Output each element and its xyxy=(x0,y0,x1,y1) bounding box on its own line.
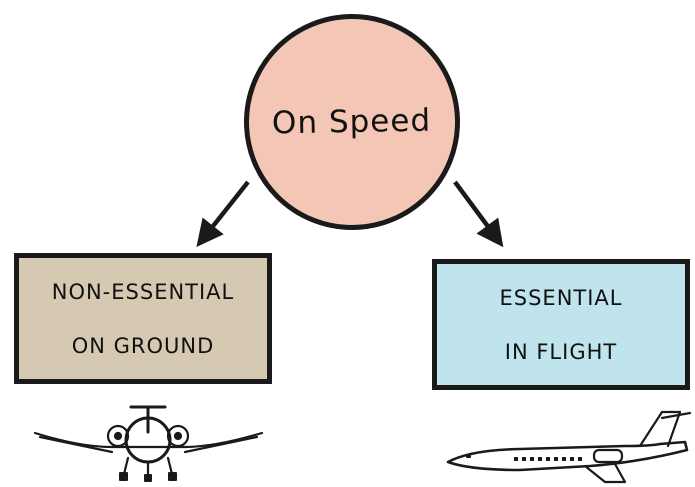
non-essential-label: Non-Essential xyxy=(51,279,235,304)
in-flight-label: In flight xyxy=(504,339,618,364)
essential-label: Essential xyxy=(499,285,623,310)
arrow-to-non-essential xyxy=(196,180,250,248)
arrow-to-essential xyxy=(453,180,504,248)
on-ground-label: on Ground xyxy=(71,333,215,358)
on-speed-node: On Speed xyxy=(244,14,460,230)
essential-in-flight-box: Essential In flight xyxy=(432,259,690,390)
non-essential-on-ground-box: Non-Essential on Ground xyxy=(14,253,272,384)
